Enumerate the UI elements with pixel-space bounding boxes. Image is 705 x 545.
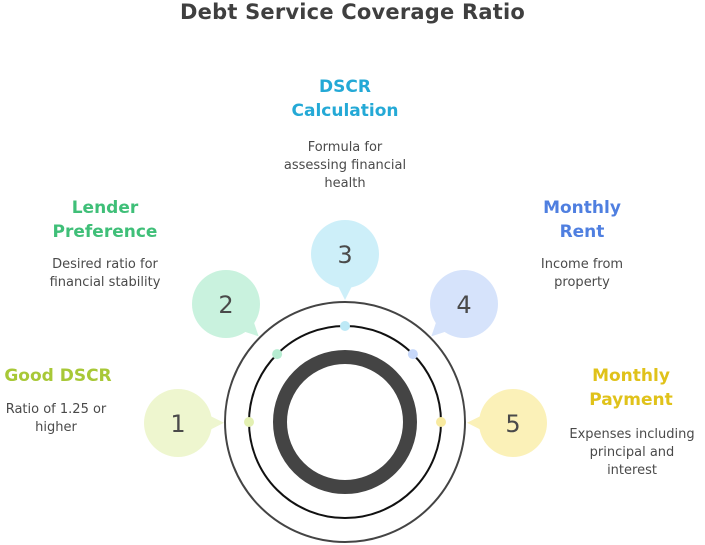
- step-title-line: Good DSCR: [4, 366, 112, 386]
- step-description-line: Ratio of 1.25 or: [5, 402, 107, 417]
- ring-marker-2: [272, 349, 283, 360]
- step-description-line: Expenses including: [569, 427, 695, 442]
- step-description-5: Expenses including principal and interest: [552, 426, 705, 480]
- step-description-line: Income from: [540, 257, 624, 272]
- step-bubble-2: 2: [192, 270, 260, 338]
- page-title: Debt Service Coverage Ratio: [180, 0, 525, 24]
- step-description-line: interest: [607, 463, 657, 478]
- step-bubble-5: 5: [467, 389, 547, 457]
- ring-marker-4: [407, 349, 418, 360]
- bubble-circle: [144, 389, 212, 457]
- step-description-line: Formula for: [307, 140, 383, 155]
- ring-marker-1: [244, 417, 254, 427]
- outer-ring: [224, 301, 466, 543]
- bubble-circle: [192, 270, 260, 338]
- center-ring: [273, 350, 417, 494]
- step-description-line: Desired ratio for: [52, 257, 158, 272]
- step-title-line: Calculation: [291, 101, 399, 121]
- ring-marker-5: [436, 417, 446, 427]
- step-description-4: Income from property: [502, 256, 662, 292]
- step-bubbles: 1 2 3 4 5: [144, 220, 547, 457]
- step-description-line: higher: [35, 420, 77, 435]
- step-title-line: Monthly: [543, 198, 621, 218]
- step-title-line: Rent: [559, 222, 605, 242]
- step-description-line: assessing financial: [283, 158, 407, 173]
- bubble-circle: [430, 270, 498, 338]
- bubble-circle: [311, 220, 379, 288]
- step-title-3: DSCR Calculation: [265, 75, 425, 123]
- step-title-line: DSCR: [319, 77, 371, 97]
- step-bubble-3: 3: [311, 220, 379, 300]
- step-description-line: property: [554, 275, 610, 290]
- step-title-line: Lender: [71, 198, 139, 218]
- step-number: 4: [456, 291, 471, 319]
- step-title-line: Payment: [589, 390, 673, 410]
- step-description-3: Formula for assessing financial health: [265, 139, 425, 193]
- step-number: 5: [505, 410, 520, 438]
- ring-marker-3: [340, 321, 350, 331]
- step-title-line: Monthly: [592, 366, 670, 386]
- step-bubble-1: 1: [144, 389, 224, 457]
- step-title-1: Good DSCR: [0, 364, 133, 388]
- step-number: 1: [170, 410, 185, 438]
- step-description-line: principal and: [589, 445, 675, 460]
- step-number: 3: [337, 241, 352, 269]
- bubble-circle: [479, 389, 547, 457]
- step-description-2: Desired ratio for financial stability: [25, 256, 185, 292]
- step-description-line: financial stability: [49, 275, 161, 290]
- step-description-1: Ratio of 1.25 or higher: [0, 401, 131, 437]
- step-number: 2: [218, 291, 233, 319]
- step-bubble-4: 4: [430, 270, 498, 338]
- step-description-line: health: [324, 176, 366, 191]
- step-title-line: Preference: [52, 222, 158, 242]
